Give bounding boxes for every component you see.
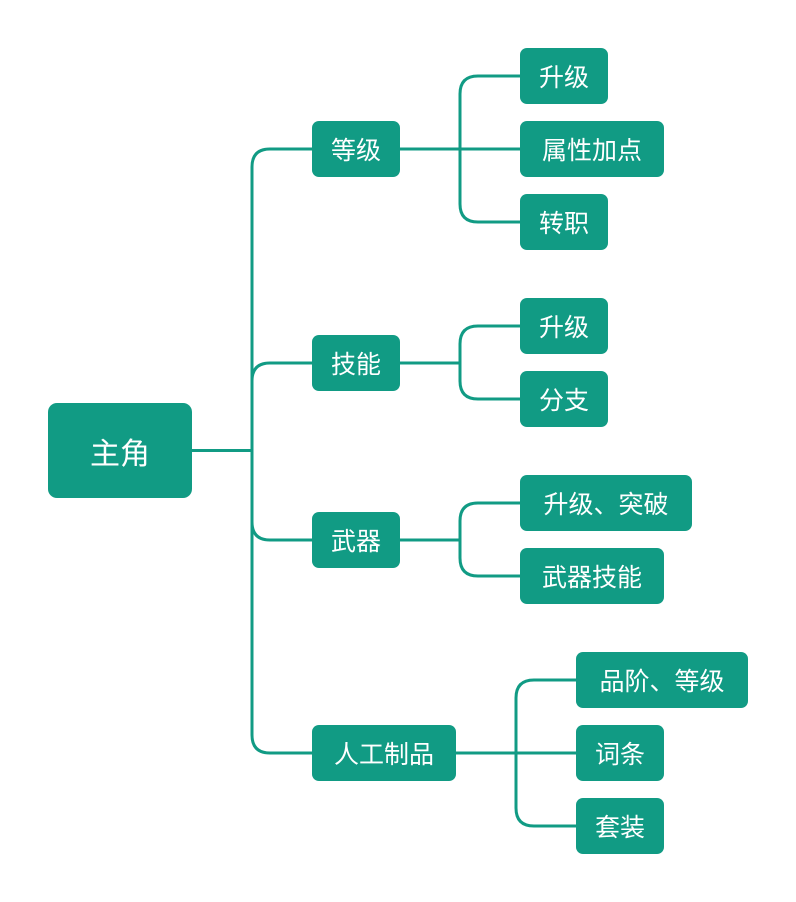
node-skill-upgrade[interactable]: 升级 (520, 298, 608, 354)
node-skill-branch[interactable]: 分支 (520, 371, 608, 427)
link-root-branch-2 (250, 449, 314, 542)
link-weapon-branch-1 (458, 538, 522, 578)
link-root-branch-3 (250, 449, 314, 755)
node-artifact-rarity-level[interactable]: 品阶、等级 (576, 652, 748, 708)
node-level[interactable]: 等级 (312, 121, 400, 177)
node-skill[interactable]: 技能 (312, 335, 400, 391)
link-weapon-branch-0 (458, 501, 522, 542)
node-level-attribute-points[interactable]: 属性加点 (520, 121, 664, 177)
link-level-branch-0 (458, 74, 522, 151)
node-root[interactable]: 主角 (48, 403, 192, 498)
node-level-class-change[interactable]: 转职 (520, 194, 608, 250)
node-level-upgrade[interactable]: 升级 (520, 48, 608, 104)
node-weapon-upgrade-breakthrough[interactable]: 升级、突破 (520, 475, 692, 531)
link-level-branch-2 (458, 147, 522, 224)
link-artifact-branch-0 (514, 678, 578, 755)
link-skill-branch-1 (458, 361, 522, 401)
node-artifact-substats[interactable]: 词条 (576, 725, 664, 781)
link-root-branch-0 (250, 147, 314, 452)
node-weapon-skill[interactable]: 武器技能 (520, 548, 664, 604)
node-artifact-set[interactable]: 套装 (576, 798, 664, 854)
node-artifact[interactable]: 人工制品 (312, 725, 456, 781)
link-skill-branch-0 (458, 324, 522, 365)
link-root-branch-1 (250, 361, 314, 452)
node-weapon[interactable]: 武器 (312, 512, 400, 568)
link-artifact-branch-2 (514, 751, 578, 828)
